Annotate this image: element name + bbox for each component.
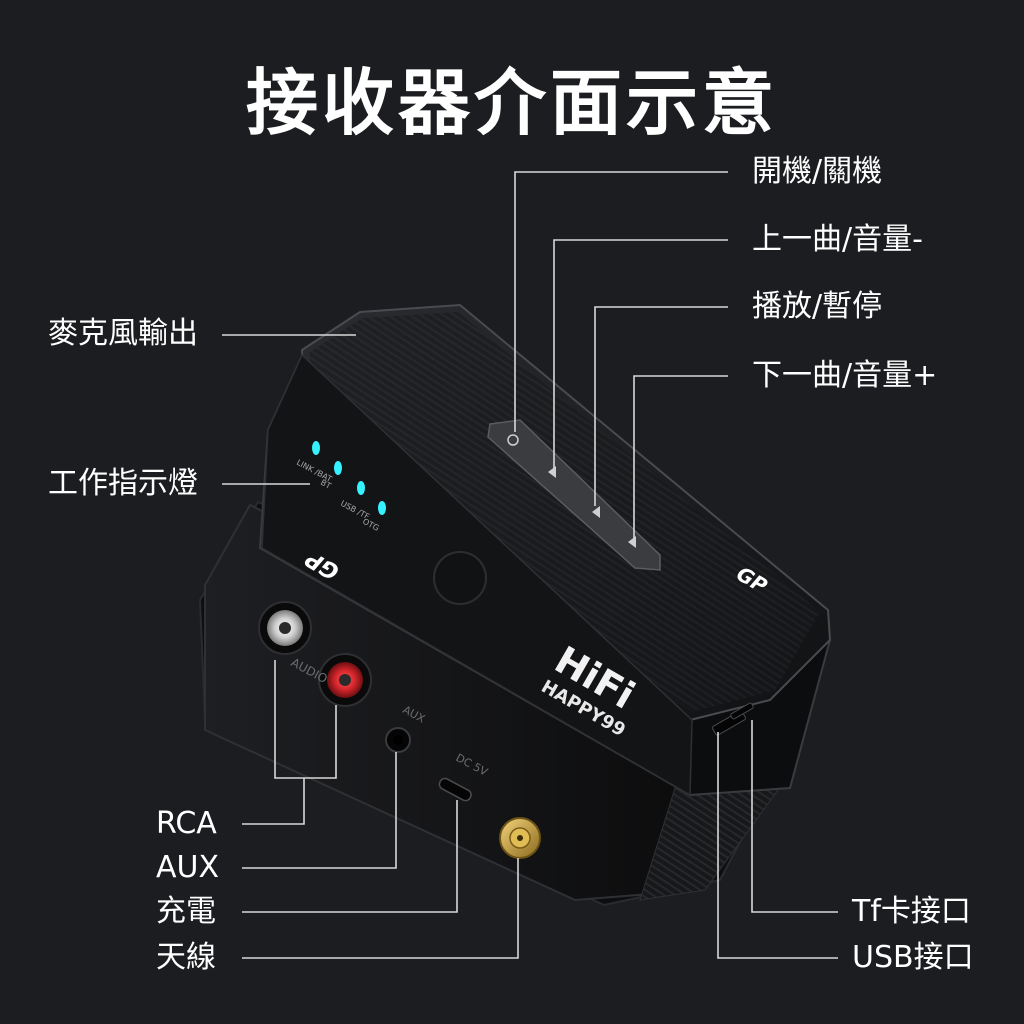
side-ports [712,702,754,736]
dc-port [438,777,472,802]
leader-charge [242,800,458,913]
rca-jack-red [318,653,372,707]
leader-play [594,306,728,506]
leader-aux [242,752,397,869]
leader-power [514,171,728,432]
leader-next [633,375,728,538]
antenna-connector [499,817,541,859]
label-aux: AUX [156,850,220,885]
label-prev: 上一曲/音量- [752,222,923,257]
leader-rca [242,778,305,825]
indicator-leds [312,441,386,515]
page-title: 接收器介面示意 [245,61,778,145]
label-tf: Tf卡接口 [852,894,971,929]
aux-jack [385,727,411,753]
top-device [258,303,832,797]
label-power: 開機/關機 [752,154,883,189]
control-buttons [487,419,661,571]
annotation-lines [222,171,838,959]
leader-prev [553,239,728,468]
led-label: BT [319,478,332,491]
leader-antenna [242,858,519,959]
leader-usb [717,732,838,959]
label-usb: USB接口 [852,940,974,975]
label-next: 下一曲/音量+ [752,358,938,393]
rca-jack-white [258,601,312,655]
leader-rca-bracket [274,660,337,779]
label-charge: 充電 [156,894,216,929]
label-indicator: 工作指示燈 [48,466,198,501]
label-antenna: 天線 [156,940,216,975]
label-mic: 麥克風輸出 [48,316,198,351]
label-rca: RCA [156,806,217,841]
label-play: 播放/暫停 [752,289,883,324]
base-device [198,500,780,907]
leader-tf [751,720,838,913]
